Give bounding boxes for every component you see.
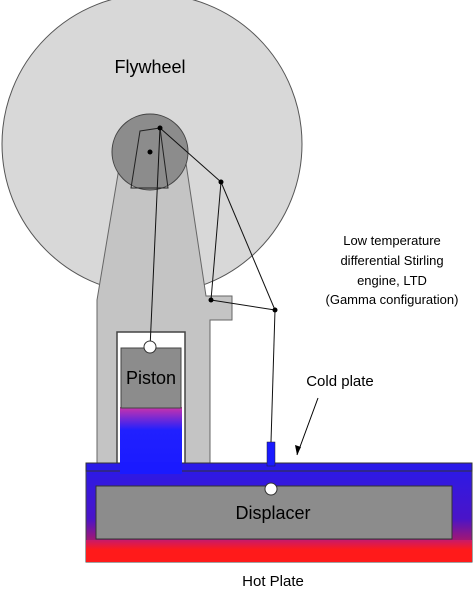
cylinder-port — [120, 462, 182, 474]
displacer-rod — [266, 441, 276, 467]
pivots — [147, 125, 278, 313]
linkage — [149, 127, 276, 443]
displacer-label: Displacer — [235, 503, 310, 523]
piston-rod — [149, 127, 161, 349]
description-line-1: Low temperature — [343, 233, 441, 248]
hot-plate-label: Hot Plate — [242, 573, 304, 590]
cold-plate — [85, 462, 473, 472]
displacer-joint — [264, 482, 278, 496]
flywheel-label: Flywheel — [114, 57, 185, 77]
crank-throw — [130, 127, 169, 189]
cold-plate-arrowhead — [295, 445, 301, 455]
piston — [120, 347, 182, 409]
hot-plate — [86, 540, 472, 562]
rocker-pivot-frame — [208, 297, 214, 303]
description-line-4: (Gamma configuration) — [326, 292, 459, 307]
rocker-pivot-right — [272, 307, 278, 313]
cold-plate-label: Cold plate — [306, 373, 374, 390]
rocker-link-upper — [210, 181, 222, 301]
cold-plate-arrow — [296, 397, 319, 456]
description-line-2: differential Stirling — [340, 253, 443, 268]
rocker-arm — [210, 299, 276, 311]
displacer-link — [270, 309, 276, 443]
crank-arm — [159, 127, 222, 183]
piston-label: Piston — [126, 368, 176, 388]
piston-joint — [143, 340, 157, 354]
rocker-pivot-top — [218, 179, 224, 185]
description-block: Low temperature differential Stirling en… — [326, 233, 459, 307]
displacer — [95, 485, 453, 540]
rocker-link-diagonal — [220, 181, 276, 311]
description-line-3: engine, LTD — [357, 273, 427, 288]
hub-center — [147, 149, 153, 155]
crank-pin — [157, 125, 163, 131]
